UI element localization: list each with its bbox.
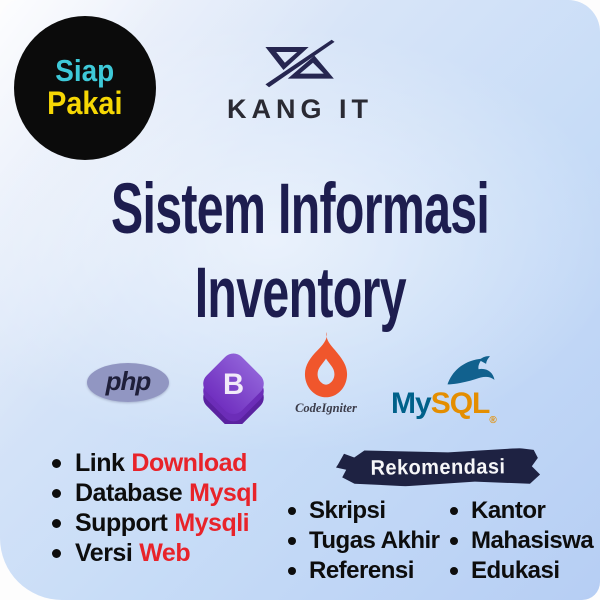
feature-highlight: Mysql [189,478,258,507]
recommendation-item: Kantor [471,497,546,524]
brand-name: KANG IT [227,94,373,124]
feature-item: Versi Web [52,538,258,568]
feature-highlight: Download [131,448,247,477]
recommendation-item: Mahasiswa [471,527,594,554]
bullet-dot-icon [450,507,458,515]
feature-item: Database Mysql [52,478,258,508]
list-item: Referensi [288,556,440,586]
title-line1: Sistem Informasi [110,170,490,249]
list-item: Skripsi [288,496,440,526]
recommendation-item: Edukasi [471,557,560,584]
bullet-dot-icon [52,488,61,498]
feature-label: Support [75,508,168,537]
recommendation-item: Referensi [309,557,414,584]
bullet-dot-icon [288,537,296,545]
feature-label: Database [75,478,183,507]
list-item: Kantor [450,496,593,526]
recommendation-banner: Rekomendasi [336,448,540,488]
codeigniter-logo-label: CodeIgniter [295,401,357,415]
recommendation-item: Tugas Akhir [309,527,440,554]
feature-highlight: Mysqli [174,508,250,537]
mysql-logo-my: My [391,387,432,420]
list-item: Edukasi [450,556,593,586]
list-item: Mahasiswa [450,526,594,556]
bullet-dot-icon [450,567,458,575]
feature-label: Link [75,448,125,477]
page-title: Sistem Informasi Inventory [0,174,600,329]
bullet-dot-icon [450,537,458,545]
codeigniter-flame-icon [304,332,348,398]
php-logo: php [87,363,169,402]
ready-badge-line1: Siap [55,52,115,88]
bootstrap-logo: B [203,353,264,424]
feature-item: Support Mysqli [52,508,258,538]
mysql-dolphin-icon [447,356,495,385]
recommendation-column-1: Skripsi Tugas Akhir Referensi [288,496,440,586]
feature-item: Link Download [52,448,258,478]
kang-it-logo-icon [265,39,335,88]
php-logo-label: php [105,366,152,396]
recommendation-item: Skripsi [309,497,386,524]
bullet-dot-icon [288,507,296,515]
registered-mark-icon: ® [489,415,497,426]
ready-badge: Siap Pakai [14,16,156,160]
bullet-dot-icon [52,518,61,528]
ready-badge-line2: Pakai [47,85,123,122]
feature-label: Versi [75,538,133,567]
feature-list: Link Download Database Mysql Support Mys… [52,448,258,568]
bullet-dot-icon [52,458,61,468]
bullet-dot-icon [288,567,296,575]
bootstrap-logo-letter: B [223,369,244,401]
mysql-logo: MySQL® [391,387,497,426]
list-item: Tugas Akhir [288,526,440,556]
bullet-dot-icon [52,548,61,558]
feature-highlight: Web [139,538,191,567]
title-line2: Inventory [194,254,406,333]
mysql-logo-sql: SQL [430,387,491,420]
recommendation-column-2: Kantor Mahasiswa Edukasi [450,496,594,586]
recommendation-title: Rekomendasi [370,455,506,480]
